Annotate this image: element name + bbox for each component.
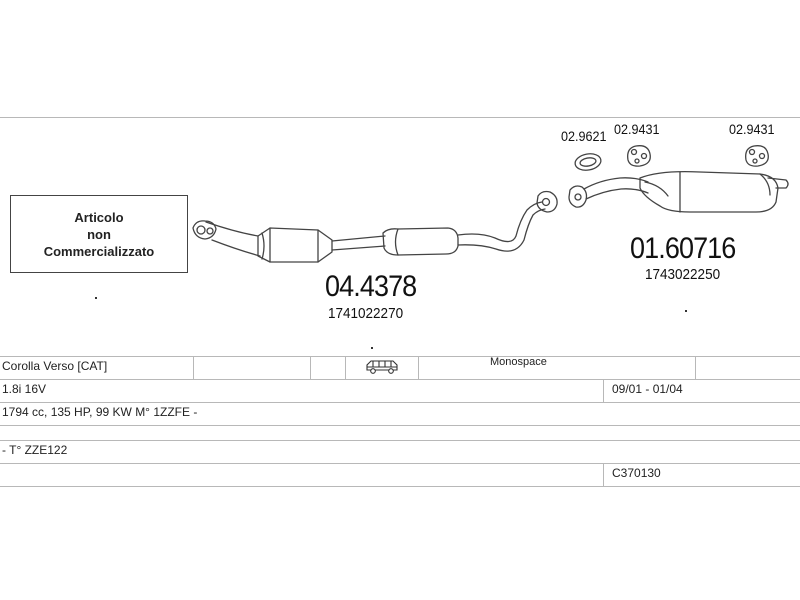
notice-line-1: Articolo [74, 209, 124, 225]
body-type: Monospace [490, 356, 547, 368]
rear-silencer-number[interactable]: 01.60716 [630, 232, 736, 265]
hanger-1-icon [627, 145, 651, 167]
rear-silencer-oem: 1743022250 [645, 266, 721, 283]
table-rule [0, 425, 800, 426]
table-rule [0, 486, 800, 487]
hanger-1-number[interactable]: 02.9431 [614, 121, 660, 137]
resonator-icon [382, 227, 459, 256]
table-divider [193, 356, 194, 379]
table-divider [310, 356, 311, 379]
notice-line-2: non [87, 226, 111, 242]
van-icon [365, 359, 399, 378]
front-flange-icon [192, 220, 217, 240]
table-rule [0, 463, 800, 464]
table-divider [695, 356, 696, 379]
front-assembly-number[interactable]: 04.4378 [325, 270, 417, 303]
table-divider [603, 463, 604, 486]
rear-flange-icon [568, 185, 588, 208]
vehicle-model: Corolla Verso [CAT] [2, 359, 108, 373]
middle-flange-icon [536, 190, 558, 213]
marker-dot [95, 297, 97, 299]
catalytic-converter-icon [257, 227, 333, 263]
table-divider [418, 356, 419, 379]
engine: 1.8i 16V [2, 382, 47, 396]
rear-silencer-icon [639, 170, 789, 213]
not-commercialized-notice: Articolo non Commercializzato [10, 195, 188, 273]
marker-dot [685, 310, 687, 312]
notice-line-3: Commercializzato [43, 243, 155, 259]
hanger-2-icon [745, 145, 769, 167]
front-assembly-oem: 1741022270 [328, 305, 404, 322]
table-divider [345, 356, 346, 379]
engine-specs: 1794 cc, 135 HP, 99 KW M° 1ZZFE - [2, 405, 198, 419]
catalog-code: C370130 [612, 466, 661, 480]
exhaust-diagram [192, 145, 789, 263]
gasket-number[interactable]: 02.9621 [561, 128, 607, 144]
hanger-2-number[interactable]: 02.9431 [729, 121, 775, 137]
type-code: - T° ZZE122 [2, 443, 68, 457]
top-rule [0, 117, 800, 118]
table-divider [603, 379, 604, 402]
table-rule [0, 356, 800, 357]
marker-dot [371, 347, 373, 349]
production-years: 09/01 - 01/04 [612, 382, 683, 396]
table-rule [0, 440, 800, 441]
table-rule [0, 402, 800, 403]
gasket-icon [574, 153, 602, 171]
table-rule [0, 379, 800, 380]
